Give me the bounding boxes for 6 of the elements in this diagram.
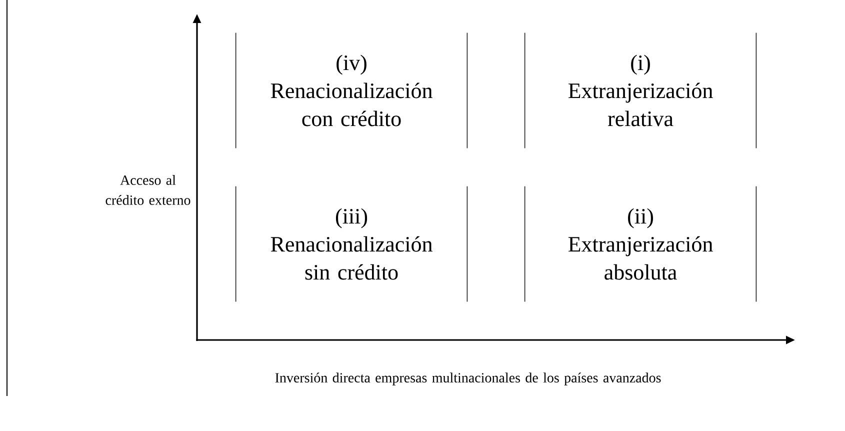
axis-label: Inversión directa empresas multinacionales de los países avanzados bbox=[275, 372, 661, 386]
quadrant-box: (iii) Renacionalización sin crédito bbox=[235, 186, 468, 302]
quadrant-box: (ii) Extranjerización absoluta bbox=[524, 186, 757, 302]
quadrant-box: (i) Extranjerización relativa bbox=[524, 32, 757, 149]
axis-label: Acceso al crédito externo bbox=[106, 175, 190, 205]
quadrant-box: (iv) Renacionalización con crédito bbox=[235, 32, 468, 149]
